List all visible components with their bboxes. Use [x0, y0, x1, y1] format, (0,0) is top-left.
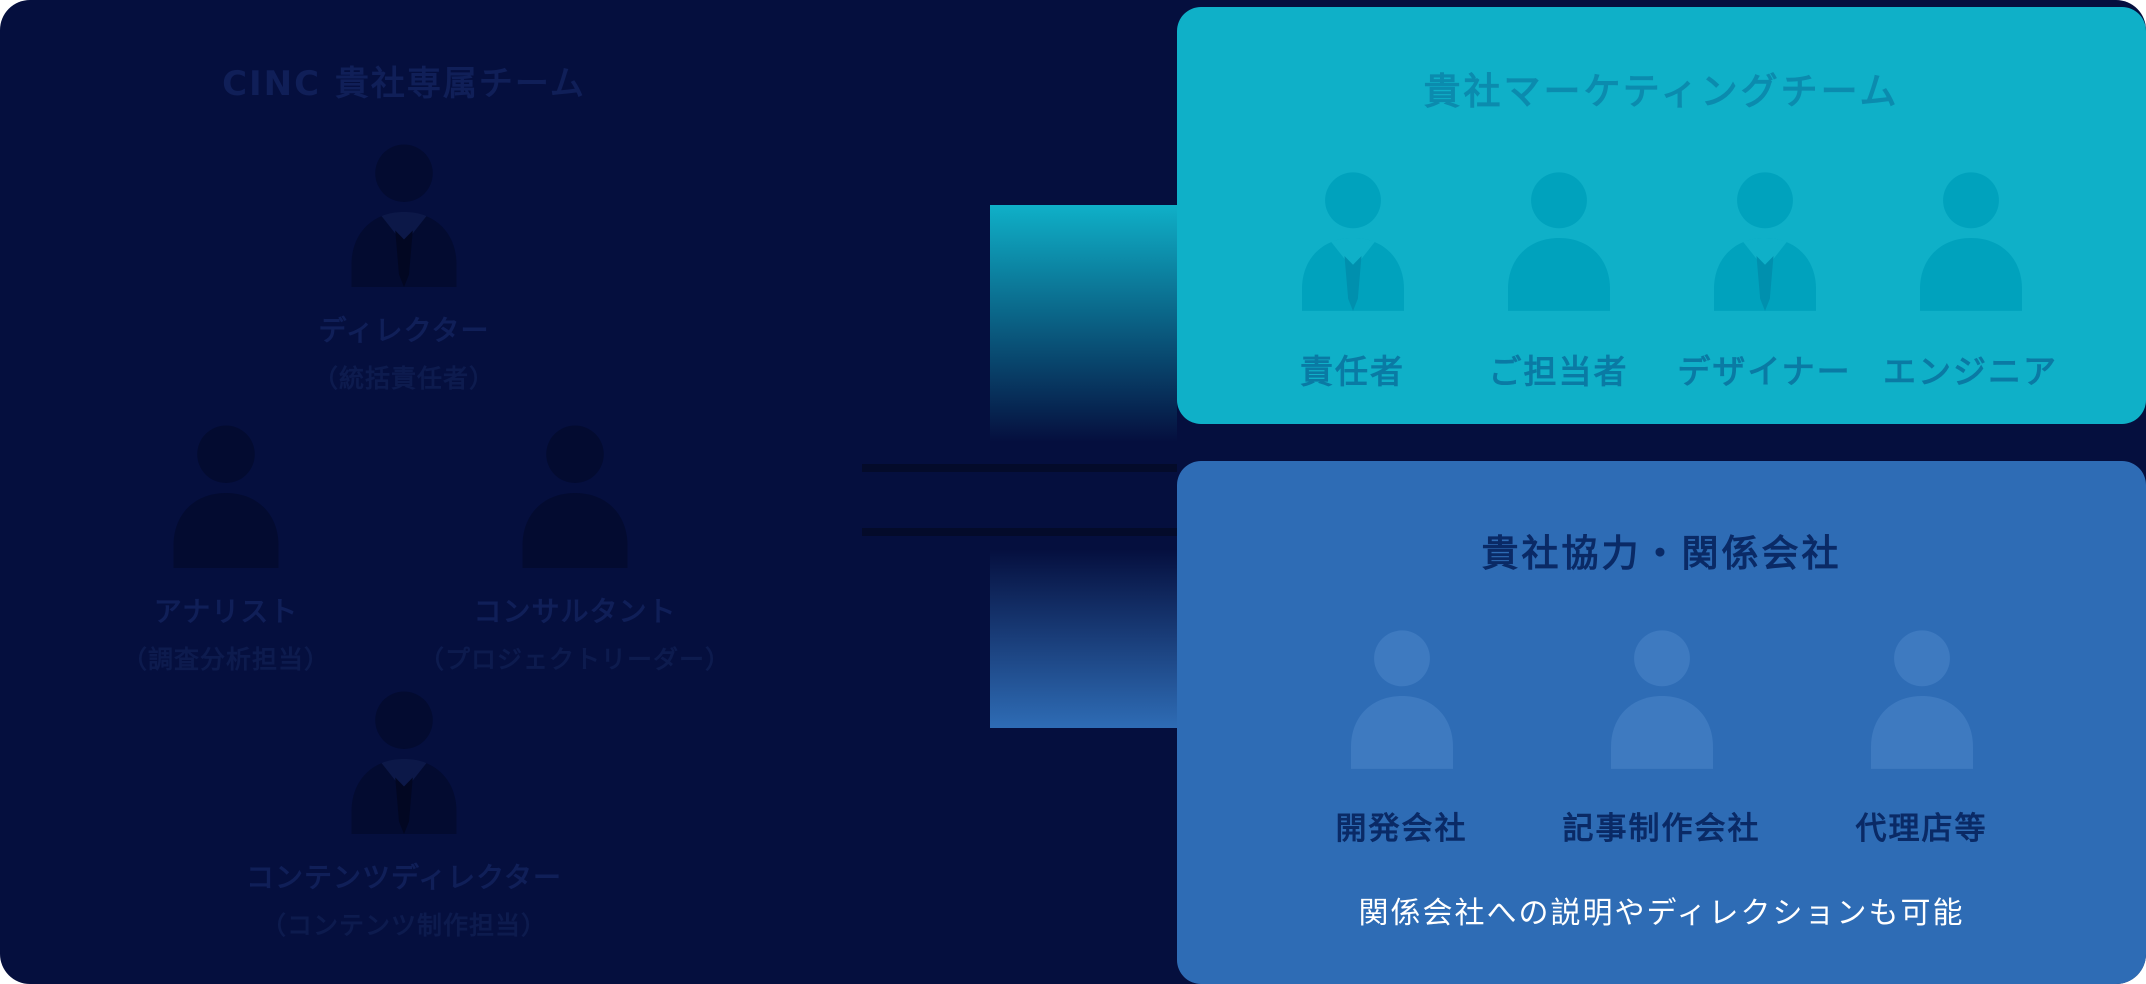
person-icon — [1610, 630, 1713, 769]
partners-connector-gradient — [990, 538, 1177, 728]
member-director: ディレクター （統括責任者） — [244, 137, 564, 395]
marketing-connector-gradient — [990, 205, 1177, 457]
person-tie-icon — [1301, 172, 1404, 311]
partner-members-row: 開発会社 記事制作会社 代理店等 — [1177, 623, 2146, 848]
marketing-members-row: 責任者 ご担当者 デザイナー — [1177, 165, 2146, 393]
member-role: ご担当者 — [1488, 352, 1629, 391]
member-role: デザイナー — [1677, 352, 1852, 391]
member-note: （プロジェクトリーダー） — [418, 645, 731, 674]
member-engineer: エンジニア — [1881, 165, 2061, 393]
member-role: 開発会社 — [1335, 811, 1468, 847]
member-role: ディレクター — [318, 314, 490, 347]
partner-companies-title: 貴社協力・関係会社 — [1481, 532, 1842, 575]
member-note: （調査分析担当） — [121, 645, 330, 674]
cinc-team-title: CINC 貴社専属チーム — [222, 64, 586, 104]
person-icon — [522, 425, 628, 568]
person-tie-icon — [1713, 172, 1816, 311]
member-designer: デザイナー — [1675, 165, 1855, 393]
member-note: （統括責任者） — [312, 364, 495, 393]
person-icon — [1919, 172, 2022, 311]
marketing-team-panel: 貴社マーケティングチーム 責任者 ご担当者 — [1177, 7, 2146, 424]
member-manager: 責任者 — [1263, 165, 1443, 393]
person-icon — [173, 425, 279, 568]
member-role: コンサルタント — [473, 595, 677, 628]
person-icon — [1350, 630, 1453, 769]
marketing-team-title: 貴社マーケティングチーム — [1423, 70, 1900, 113]
member-content-director: コンテンツディレクター （コンテンツ制作担当） — [244, 684, 564, 942]
member-role: 責任者 — [1300, 352, 1405, 391]
connector-line-bottom — [862, 528, 1177, 536]
member-role: アナリスト — [153, 595, 299, 628]
member-role: コンテンツディレクター — [246, 861, 562, 894]
member-agency: 代理店等 — [1802, 623, 2042, 848]
member-role: 記事制作会社 — [1562, 811, 1761, 847]
person-tie-icon — [351, 691, 457, 834]
connector-line-top — [862, 464, 1177, 472]
person-tie-icon — [351, 144, 457, 287]
member-analyst: アナリスト （調査分析担当） — [66, 418, 386, 676]
member-contact: ご担当者 — [1469, 165, 1649, 393]
person-icon — [1507, 172, 1610, 311]
member-consultant: コンサルタント （プロジェクトリーダー） — [415, 418, 735, 676]
partner-companies-panel: 貴社協力・関係会社 開発会社 記事制作会社 — [1177, 461, 2146, 984]
partner-companies-note: 関係会社への説明やディレクションも可能 — [1358, 896, 1965, 931]
member-role: 代理店等 — [1855, 811, 1988, 847]
member-dev-company: 開発会社 — [1282, 623, 1522, 848]
member-role: エンジニア — [1883, 352, 2058, 391]
member-article-company: 記事制作会社 — [1542, 623, 1782, 848]
person-icon — [1870, 630, 1973, 769]
member-note: （コンテンツ制作担当） — [260, 911, 547, 940]
